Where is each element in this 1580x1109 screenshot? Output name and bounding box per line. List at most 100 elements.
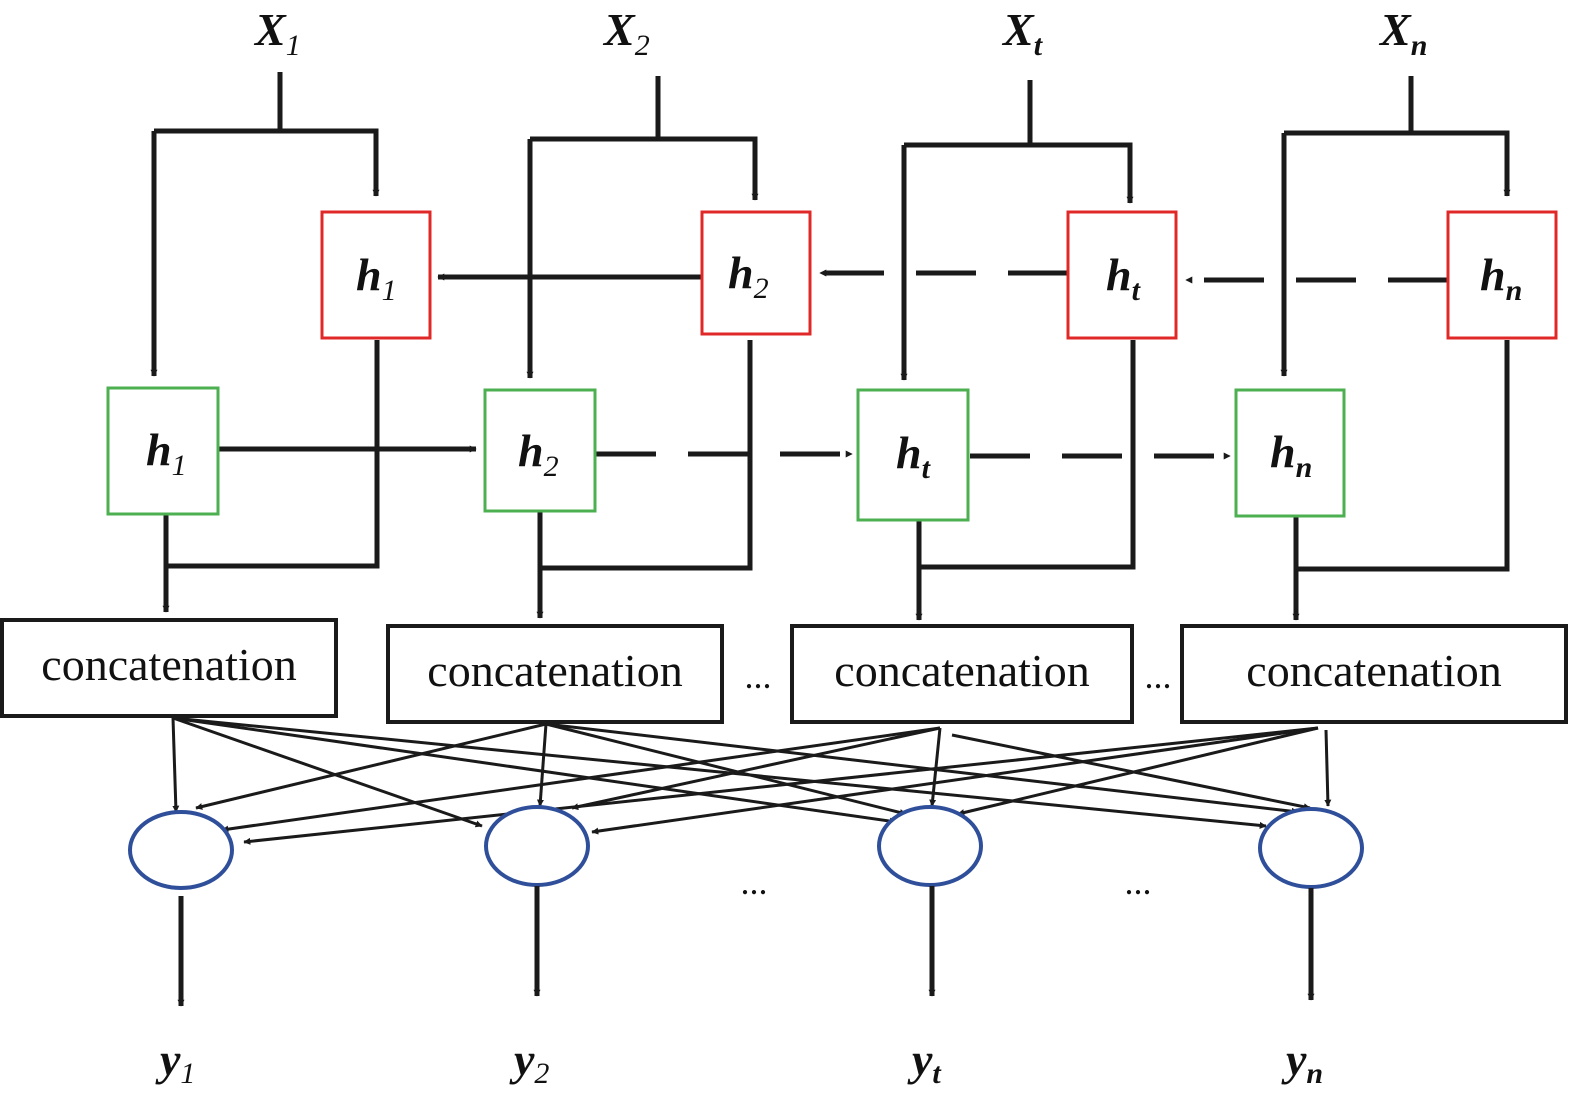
output-node-2 — [484, 805, 590, 887]
forward-cell-n-base: h — [1270, 426, 1296, 477]
input-to-backward-1 — [154, 128, 380, 197]
svg-text:h1: h1 — [146, 424, 187, 482]
forward-recurrence — [218, 445, 1231, 460]
backward-cell-2: h2 — [700, 210, 812, 336]
concat-box-n-label: concatenation — [1246, 645, 1501, 696]
output-yt-base: y — [907, 1034, 933, 1085]
output-yn-base: y — [1281, 1034, 1307, 1085]
input-xt-sub: t — [1034, 29, 1044, 62]
concat-box-2: concatenation — [386, 624, 724, 724]
ellipsis-concat-2: ... — [1145, 656, 1172, 696]
fc-2-to-2 — [536, 723, 548, 807]
backward-cell-1-sub: 1 — [382, 274, 397, 307]
backward-cell-n-sub: n — [1506, 274, 1523, 307]
concat-box-2-label: concatenation — [427, 645, 682, 696]
svg-text:yn: yn — [1281, 1034, 1323, 1090]
output-y2-base: y — [509, 1034, 535, 1085]
fc-2-to-n — [545, 722, 1299, 815]
forward-cell-t-base: h — [896, 427, 922, 478]
svg-text:h2: h2 — [518, 425, 559, 483]
backward-cell-t: ht — [1066, 210, 1178, 340]
fc-2-to-t — [545, 722, 907, 816]
concat-box-2-frame — [386, 624, 724, 724]
ellipsis-output-2: ... — [1125, 862, 1152, 902]
fc-t-to-1 — [221, 726, 941, 833]
backward-cell-2-base: h — [728, 247, 754, 298]
fc-t-to-2 — [571, 726, 941, 811]
backward-cell-n: hn — [1446, 210, 1558, 340]
concat-box-n: concatenation — [1180, 624, 1568, 724]
output-y2-sub: 2 — [534, 1057, 549, 1090]
output-node-1 — [128, 810, 234, 890]
forward-cell-n-box — [1234, 388, 1346, 518]
input-to-backward-t — [904, 142, 1134, 204]
input-x2-base: X — [602, 4, 636, 55]
backward-cell-1: h1 — [320, 210, 432, 340]
fc-1-to-2 — [172, 716, 483, 828]
input-xn: Xn — [1378, 4, 1427, 62]
output-yt-sub: t — [932, 1057, 942, 1090]
input-xn-base: X — [1378, 4, 1412, 55]
forward-cell-2-sub: 2 — [544, 450, 559, 483]
output-yt: yt — [907, 1034, 942, 1090]
output-node-n — [1258, 807, 1364, 889]
fc-n-to-1 — [243, 726, 1319, 845]
fc-t-to-t — [929, 727, 942, 807]
input-x1-base: X — [253, 4, 287, 55]
input-xn-sub: n — [1411, 29, 1428, 62]
forward-cell-n: hn — [1234, 388, 1346, 518]
svg-text:hn: hn — [1480, 249, 1522, 307]
svg-text:y1: y1 — [155, 1034, 195, 1090]
svg-text:X2: X2 — [602, 4, 650, 62]
input-x2-sub: 2 — [635, 29, 650, 62]
input-x1-sub: 1 — [286, 29, 301, 62]
input-x1: X1 — [253, 4, 301, 62]
backward-cell-t-base: h — [1106, 249, 1132, 300]
output-y2: y2 — [509, 1034, 549, 1090]
fc-n-to-n — [1324, 729, 1332, 807]
backward-cell-1-box — [320, 210, 432, 340]
forward-cell-1-box — [106, 386, 220, 516]
ellipsis-concat-1: ... — [745, 656, 772, 696]
output-arrows — [177, 886, 1315, 1007]
concat-box-1-label: concatenation — [41, 639, 296, 690]
concat-box-1: concatenation — [0, 618, 338, 718]
input-x2: X2 — [602, 4, 650, 62]
input-to-backward-n — [1284, 130, 1511, 197]
output-yn-sub: n — [1306, 1057, 1323, 1090]
concat-box-t-frame — [790, 624, 1134, 724]
concat-box-t: concatenation — [790, 624, 1134, 724]
backward-cell-t-sub: t — [1132, 274, 1142, 307]
fc-2-to-1 — [195, 722, 547, 810]
input-xt: Xt — [1001, 4, 1044, 62]
backward-down-1 — [166, 340, 380, 569]
svg-text:hn: hn — [1270, 426, 1312, 484]
concat-box-1-frame — [0, 618, 338, 718]
svg-text:Xn: Xn — [1378, 4, 1427, 62]
concat-box-n-frame — [1180, 624, 1568, 724]
forward-cell-2-base: h — [518, 425, 544, 476]
output-node-t — [877, 805, 983, 887]
backward-cell-2-box — [700, 210, 812, 336]
backward-cell-1-base: h — [356, 249, 382, 300]
output-yn: yn — [1281, 1034, 1323, 1090]
input-connectors — [150, 72, 1511, 381]
svg-text:X1: X1 — [253, 4, 301, 62]
backward-recurrence — [437, 269, 1448, 284]
concat-box-t-label: concatenation — [834, 645, 1089, 696]
fc-n-to-t — [957, 726, 1319, 816]
output-y1: y1 — [155, 1034, 195, 1090]
backward-down-t — [919, 340, 1136, 570]
svg-text:y2: y2 — [509, 1034, 549, 1090]
forward-cell-t-box — [856, 388, 970, 522]
forward-cell-2: h2 — [483, 388, 597, 513]
ellipsis-output-1: ... — [741, 862, 768, 902]
backward-cell-2-sub: 2 — [754, 272, 769, 305]
input-xt-base: X — [1001, 4, 1035, 55]
fc-n-to-2 — [591, 726, 1319, 835]
backward-cell-t-box — [1066, 210, 1178, 340]
fully-connected-arrows — [171, 716, 1332, 845]
backward-cell-n-base: h — [1480, 249, 1506, 300]
backward-down-2 — [540, 340, 753, 571]
svg-text:ht: ht — [896, 427, 932, 485]
